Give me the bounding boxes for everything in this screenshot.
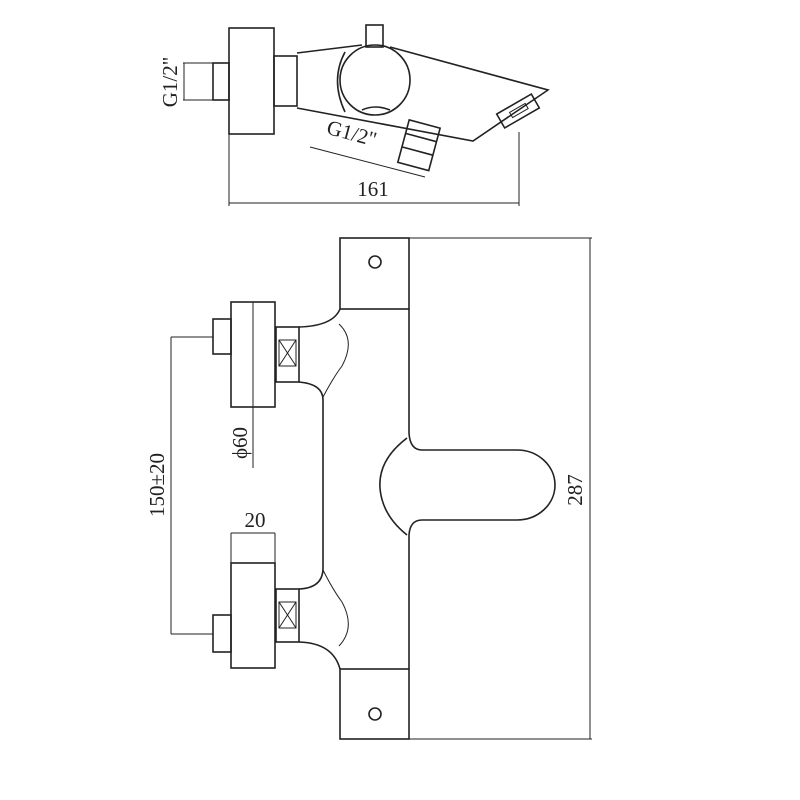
bottom-end-cap xyxy=(339,668,410,740)
connector-nut xyxy=(273,55,298,107)
depth-label: 161 xyxy=(357,177,389,201)
top-union-nut xyxy=(275,326,300,383)
body-contour xyxy=(336,51,346,113)
front-view: 287 ϕ60 150±20 20 xyxy=(145,237,592,740)
spout-aerator xyxy=(495,92,541,130)
bottom-casting-contour xyxy=(322,569,349,647)
bottom-screw-hole xyxy=(368,707,382,721)
body-left-edge xyxy=(298,308,341,670)
control-handle xyxy=(408,432,556,536)
bottom-eccentric-cover xyxy=(230,562,276,669)
outlet-connector xyxy=(396,118,442,172)
spout-body xyxy=(296,44,550,142)
top-casting-contour xyxy=(322,323,349,398)
top-screw-hole xyxy=(368,255,382,269)
top-inlet-stub xyxy=(212,318,232,355)
width-label: 287 xyxy=(563,474,587,506)
outlet-thread-dimension-line xyxy=(309,146,426,178)
bottom-inlet-stub xyxy=(212,614,232,653)
bottom-union-nut xyxy=(275,588,300,643)
eccentric-depth-label: 20 xyxy=(245,508,266,532)
outlet-thread-label: G1/2" xyxy=(324,115,379,151)
top-nut-cross-icon xyxy=(278,339,297,367)
bottom-nut-cross-icon xyxy=(278,601,297,629)
handle-curve xyxy=(379,437,408,536)
top-view: G1/2" G1/2" 161 xyxy=(158,24,550,206)
wall-thread-label: G1/2" xyxy=(158,57,182,108)
control-knob xyxy=(339,44,411,116)
diameter-label: ϕ60 xyxy=(228,427,252,459)
knob-stem xyxy=(365,24,384,48)
top-end-cap xyxy=(339,237,410,310)
spacing-label: 150±20 xyxy=(145,453,169,517)
knob-underside xyxy=(361,106,391,111)
wall-flange xyxy=(228,27,275,135)
wall-inlet-stub xyxy=(212,62,230,101)
